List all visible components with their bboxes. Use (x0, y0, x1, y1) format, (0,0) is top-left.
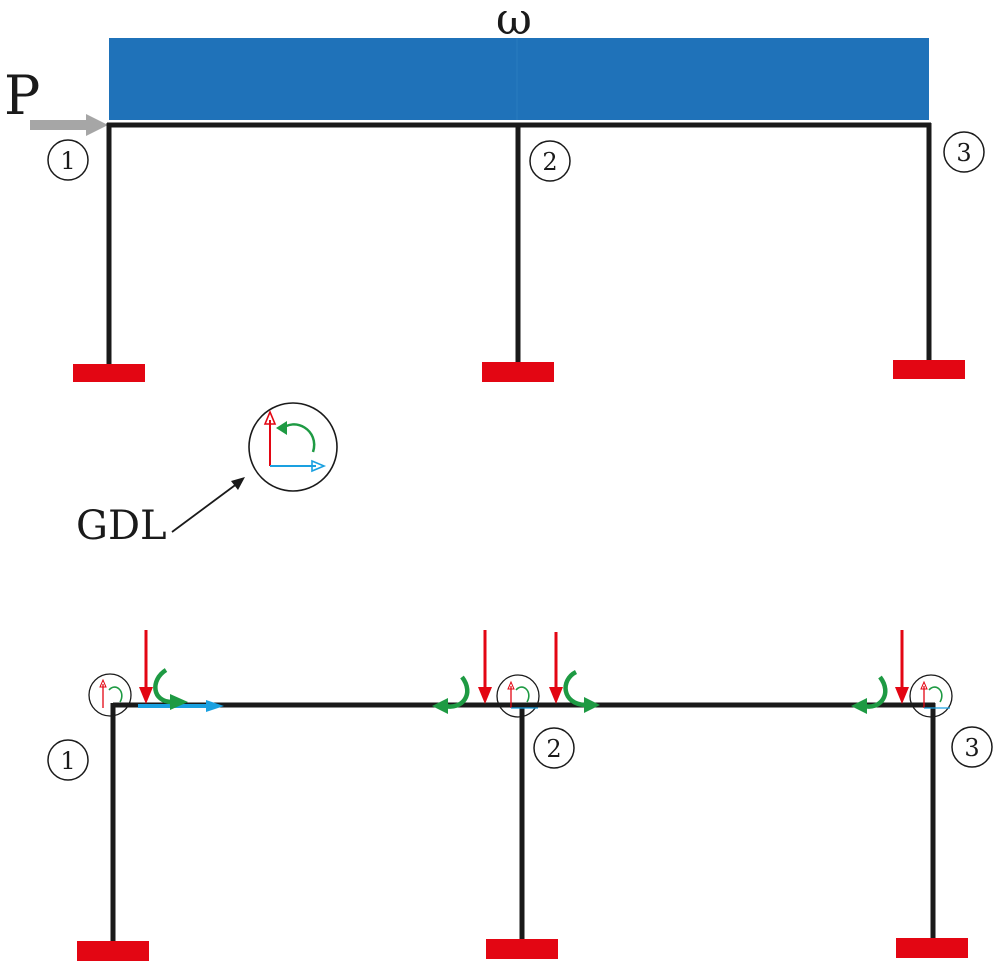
svg-text:2: 2 (546, 735, 561, 763)
dof-callout: GDL (76, 402, 338, 549)
distributed-load-label: ω (496, 0, 532, 45)
force-down-arrow-icon (549, 632, 563, 704)
force-down-arrow-icon (139, 630, 153, 704)
force-down-arrow-icon (895, 630, 909, 704)
bottom-support-1 (77, 941, 149, 961)
node-2-dof-icon (496, 674, 540, 718)
svg-text:1: 1 (60, 747, 75, 775)
top-support-2 (482, 362, 554, 382)
bottom-node-1: 1 (47, 739, 89, 781)
dof-pointer-arrowhead (231, 477, 245, 490)
top-support-3 (893, 360, 965, 379)
bottom-support-3 (896, 938, 968, 958)
bottom-node-2: 2 (533, 727, 575, 769)
point-load-arrow (30, 114, 108, 136)
bottom-frame: 1 2 3 (47, 630, 993, 961)
svg-text:3: 3 (964, 734, 979, 762)
top-support-1 (73, 364, 145, 382)
distributed-load-block (109, 38, 929, 120)
bottom-support-2 (486, 939, 558, 959)
top-node-1: 1 (47, 139, 89, 181)
moment-arc-icon (432, 675, 470, 714)
svg-text:2: 2 (542, 148, 557, 176)
node-1-dof-icon (88, 673, 132, 717)
top-node-3: 3 (943, 131, 985, 173)
moment-arc-icon (851, 675, 888, 714)
svg-text:1: 1 (60, 147, 75, 175)
dof-callout-label: GDL (76, 503, 167, 549)
dof-triad-icon (263, 409, 327, 473)
dof-pointer-arrow (171, 482, 239, 533)
top-frame: ω P 1 2 3 (4, 0, 985, 382)
force-down-arrow-icon (478, 630, 492, 704)
moment-arc-icon (153, 668, 188, 710)
dof-callout-circle (248, 402, 338, 492)
svg-text:3: 3 (956, 139, 971, 167)
node-3-dof-icon (909, 674, 953, 718)
moment-arc-icon (563, 669, 600, 713)
top-node-2: 2 (529, 140, 571, 182)
bottom-node-3: 3 (951, 726, 993, 768)
point-load-label: P (4, 64, 40, 127)
